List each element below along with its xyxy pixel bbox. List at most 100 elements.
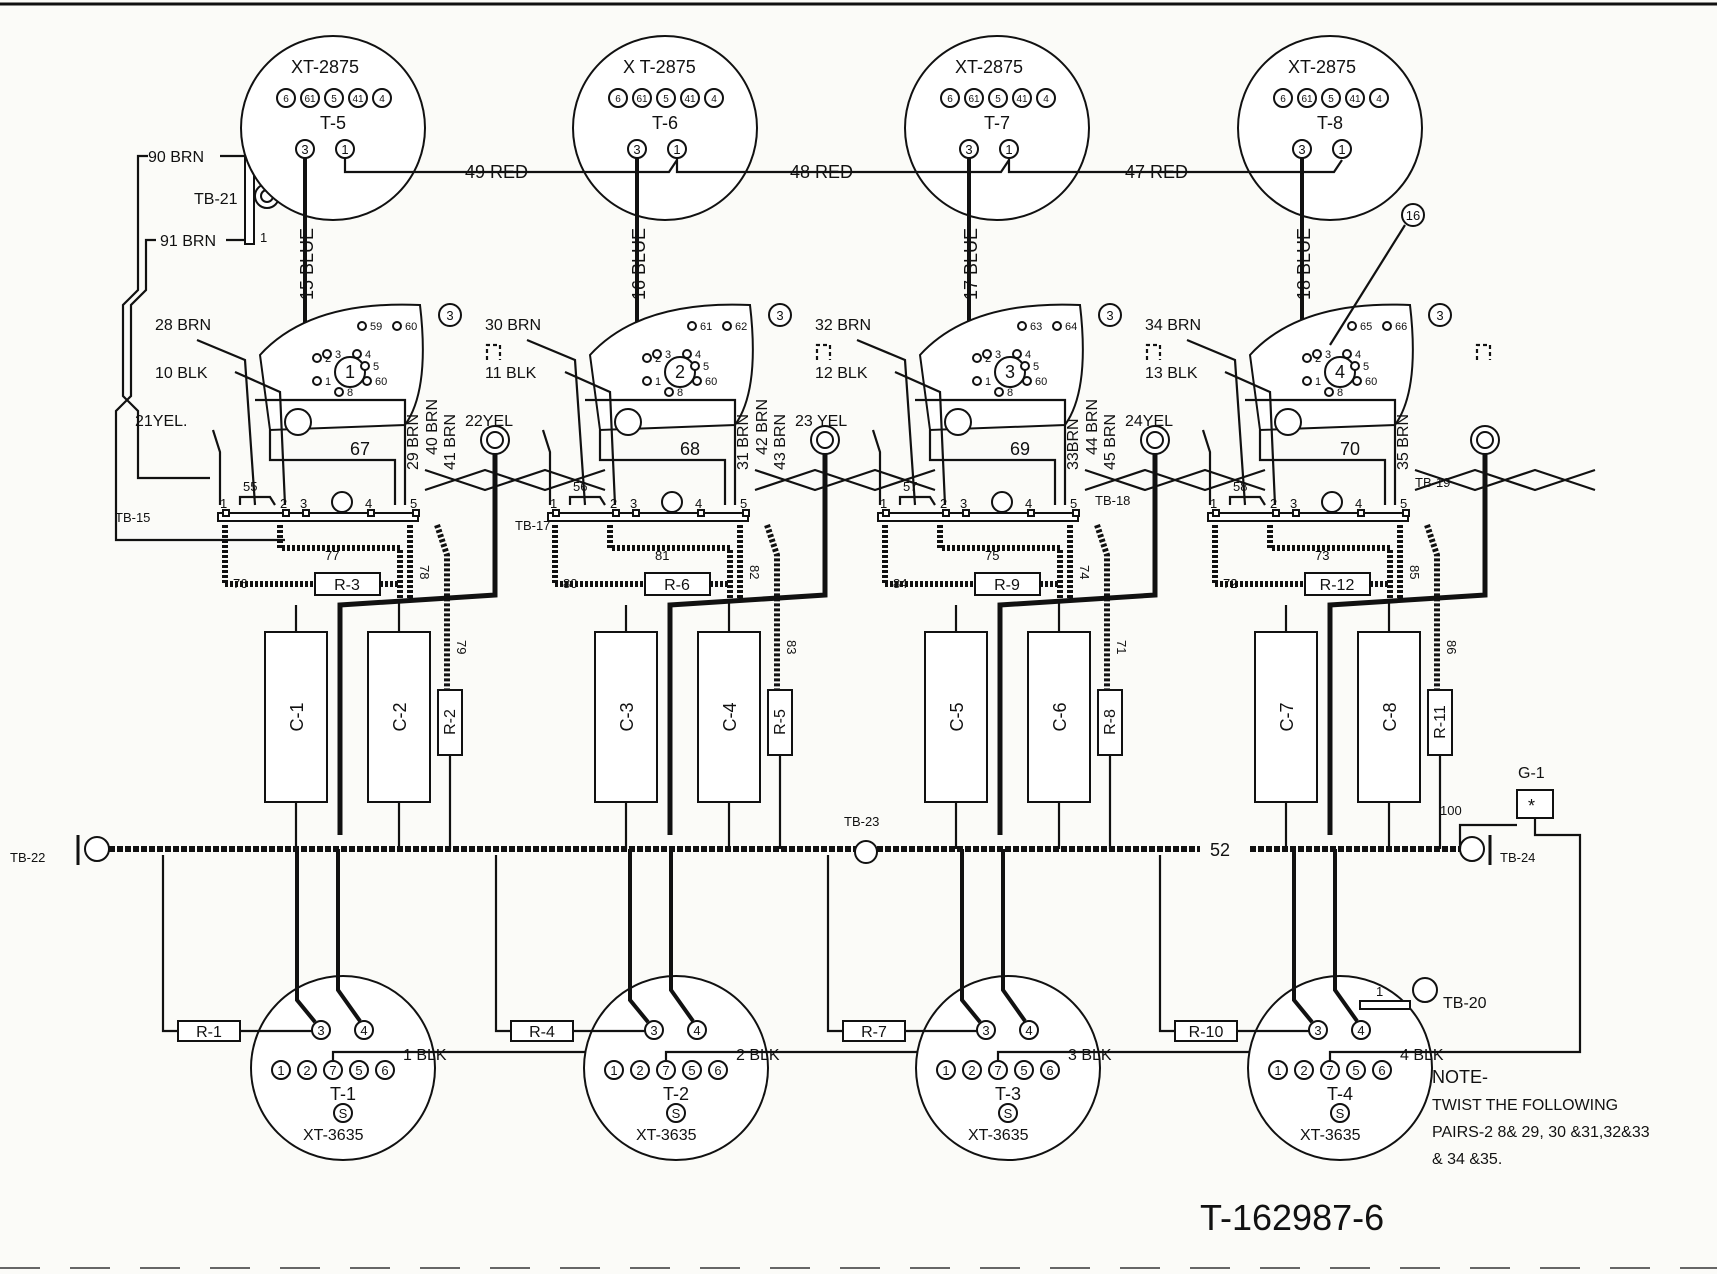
brown-wire-right-a: 29 BRN (405, 414, 422, 470)
top-transformer-lower-pin-label: 3 (633, 142, 640, 157)
top-transformer-lower-pin-label: 1 (673, 142, 680, 157)
top-transformer-pin-label: 5 (995, 94, 1001, 105)
tube-pin-label: 3 (995, 349, 1001, 361)
capacitor-a-label: C-3 (617, 702, 637, 731)
tube-pin (1022, 376, 1032, 386)
bottom-transformer-pin (708, 1060, 728, 1080)
tube-center (994, 356, 1026, 388)
tube-pin-label: 5 (1033, 361, 1039, 373)
tube-base-wire (928, 430, 1057, 505)
yellow-wire (541, 429, 552, 505)
cable-w4 (1094, 524, 1110, 690)
bottom-transformer-name: T-3 (995, 1084, 1021, 1104)
top-transformer-pin-label: 41 (1349, 94, 1361, 105)
tube-pin-label: 60 (375, 376, 387, 388)
tube-pin (1302, 353, 1312, 363)
capacitor-b-label: C-6 (1050, 702, 1070, 731)
terminal-number: 2 (610, 496, 617, 511)
bottom-transformer-pin (1014, 1060, 1034, 1080)
callout-number: 3 (1436, 308, 1443, 323)
bottom-transformer-center-pin (1330, 1103, 1350, 1123)
tb20-group: 1 TB-20 (1359, 977, 1487, 1012)
lead-to-pin-3 (295, 849, 317, 1024)
tube-pin-label: 3 (335, 349, 341, 361)
tube-base-wire (1258, 430, 1387, 505)
top-transformer-pin (1012, 88, 1032, 108)
yellow-wire (211, 429, 222, 505)
tube-pin (334, 387, 344, 397)
tube-pin (1052, 321, 1062, 331)
callout-number: 3 (446, 308, 453, 323)
top-transformer-lower-pin-label: 1 (1338, 142, 1345, 157)
bottom-transformer-pin-label: 2 (303, 1063, 310, 1078)
note-block: NOTE- TWIST THE FOLLOWING PAIRS-2 8& 29,… (1432, 1067, 1650, 1168)
top-transformer-type: XT-2875 (291, 57, 359, 77)
top-transformer-pin-label: 4 (1043, 94, 1049, 105)
callout-number: 3 (1106, 308, 1113, 323)
tube-pin (1312, 349, 1322, 359)
top-transformer-pin (1036, 88, 1056, 108)
bottom-resistor-label: R-10 (1189, 1024, 1224, 1041)
tube-pin-label: 8 (1337, 387, 1343, 399)
terminal-number: 5 (1070, 496, 1077, 511)
blue-wire-label: 16 BLUE (629, 228, 649, 300)
wire-w2-label: 80 (563, 576, 577, 591)
yellow-wire-label: 23 YEL (795, 413, 847, 430)
tb-jumper (898, 495, 936, 506)
top-transformer-type: XT-2875 (955, 57, 1023, 77)
black-wire-label: 1 BLK (403, 1047, 447, 1064)
callout-circle (438, 303, 462, 327)
wire-90-run (121, 154, 210, 480)
tube-pin-label: 1 (985, 376, 991, 388)
yellow-wire-label: 21YEL. (135, 413, 187, 430)
shield-plug-inner (1476, 431, 1494, 449)
tube-to-tb-wire (915, 398, 1067, 505)
brown-wire (526, 338, 587, 506)
cable-w4 (764, 524, 780, 690)
bottom-transformer-center-label: S (672, 1106, 681, 1121)
top-transformer-pin (372, 88, 392, 108)
terminal-number: 5 (1400, 496, 1407, 511)
bottom-transformer-type: XT-3635 (1300, 1127, 1361, 1144)
black-wire-label: 10 BLK (155, 365, 208, 382)
callout-16-number: 16 (1406, 208, 1420, 223)
tube-pin-label: 59 (370, 321, 382, 333)
bottom-resistor-lead-left (161, 855, 178, 1033)
g1-return-wire (1490, 818, 1582, 1054)
tube-shield-can (614, 408, 642, 436)
top-transformer-pin-label: 5 (663, 94, 669, 105)
lead-to-pin-4 (1001, 849, 1027, 1023)
brown-wire-right-b: 40 BRN (424, 399, 441, 455)
shield-cap (1145, 343, 1162, 360)
brown-wire-right-a: 33BRN (1065, 418, 1082, 470)
red-wire (343, 158, 678, 174)
terminal-lug (1402, 509, 1410, 517)
top-transformer-pin (680, 88, 700, 108)
yellow-wire (1201, 429, 1212, 505)
black-wire-run (331, 1050, 614, 1060)
tube-center (1324, 356, 1356, 388)
bottom-transformer-pin-label: 6 (1378, 1063, 1385, 1078)
bottom-transformer-pin (271, 1060, 291, 1080)
top-transformer-name: T-7 (984, 113, 1010, 133)
shield-cable (997, 454, 1158, 835)
shield-plug-inner (486, 431, 504, 449)
brown-wire-right-a: 35 BRN (1395, 414, 1412, 470)
tube-center (334, 356, 366, 388)
bottom-transformer-name: T-4 (1327, 1084, 1353, 1104)
tube-pin-label: 1 (325, 376, 331, 388)
top-transformer-pin-label: 61 (636, 94, 648, 105)
tube-pin-label: 60 (705, 376, 717, 388)
top-transformer-pin (656, 88, 676, 108)
bottom-transformer-center-label: S (339, 1106, 348, 1121)
twisted-pair (1084, 468, 1266, 492)
tube-pin-label: 2 (325, 353, 331, 365)
terminal-number: 1 (550, 496, 557, 511)
tube-pin (642, 376, 652, 386)
wire-w1-label: 81 (655, 548, 669, 563)
capacitor-b-label: C-4 (720, 702, 740, 731)
tube-pin (1352, 376, 1362, 386)
wire-w2-label: 84 (893, 576, 907, 591)
